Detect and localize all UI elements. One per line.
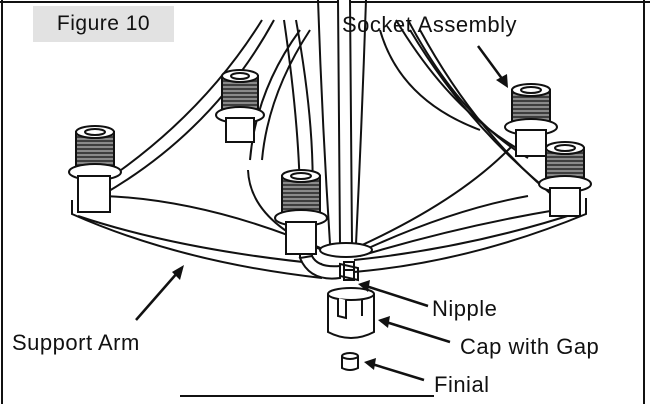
socket-assembly-label: Socket Assembly [342,12,518,37]
nipple-part [339,261,359,282]
arrow-finial [364,358,425,382]
finial-label: Finial [434,372,490,397]
socket-right-inner [504,83,558,157]
cap-with-gap-label: Cap with Gap [460,334,600,359]
arrow-cap-with-gap [378,316,451,344]
callout-arrows [135,45,508,382]
finial-part [341,352,359,371]
socket-left-outer [68,125,122,213]
arrow-support-arm [135,265,184,321]
support-arm-label: Support Arm [12,330,140,355]
upper-arms [91,19,567,207]
center-hub [298,242,373,280]
socket-right-outer [538,141,592,217]
figure-label: Figure 10 [33,6,174,42]
cap-with-gap-part [327,287,375,339]
socket-center-front [274,169,328,255]
socket-left-inner [215,69,265,143]
nipple-label: Nipple [432,296,498,321]
arrow-nipple [358,280,429,308]
arrow-socket-assembly [476,45,508,88]
